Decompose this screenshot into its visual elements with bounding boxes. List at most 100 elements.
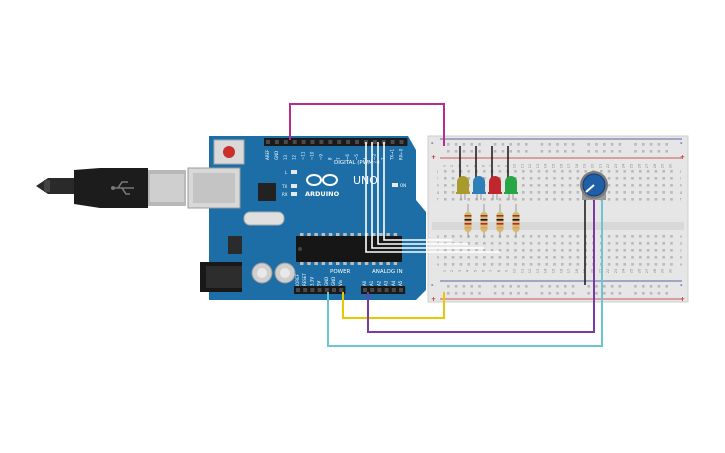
pin-label: Vin	[338, 279, 343, 286]
column-number: 25	[630, 269, 634, 274]
column-number: 23	[614, 269, 618, 274]
header-pin[interactable]	[292, 140, 297, 144]
header-pin[interactable]	[324, 288, 329, 292]
header-pin[interactable]	[301, 140, 306, 144]
wire-white-2[interactable]	[371, 142, 484, 249]
header-pin[interactable]	[370, 288, 375, 292]
column-number: 28	[653, 268, 657, 273]
row-letter: j	[436, 170, 438, 174]
capacitors	[251, 262, 296, 284]
resistor[interactable]	[512, 204, 520, 238]
led[interactable]	[488, 176, 502, 200]
header-pin[interactable]	[390, 140, 395, 144]
resistor[interactable]	[496, 204, 504, 238]
column-number: 9	[505, 269, 509, 272]
header-pin[interactable]	[377, 288, 382, 292]
column-number: 26	[637, 268, 641, 273]
column-number: 9	[505, 164, 509, 167]
column-number: 23	[614, 164, 618, 169]
header-pin[interactable]	[274, 140, 279, 144]
header-pin[interactable]	[266, 140, 270, 144]
column-number: 30	[669, 163, 673, 168]
header-pin[interactable]	[399, 288, 403, 292]
led[interactable]	[456, 176, 470, 200]
status-leds	[291, 170, 297, 196]
wire-white-1[interactable]	[365, 142, 500, 253]
header-pin[interactable]	[339, 288, 344, 292]
column-number: 11	[520, 269, 524, 274]
row-letter: i	[680, 177, 681, 181]
power-header-label: POWER	[330, 269, 351, 275]
pin-label: A4	[391, 280, 396, 286]
pin-label: ~10	[310, 151, 315, 160]
usb-chip	[258, 183, 276, 201]
arduino-logo	[306, 174, 338, 186]
digital-pin-header[interactable]	[264, 138, 408, 146]
header-pin[interactable]	[310, 140, 315, 144]
column-number: 30	[669, 268, 673, 273]
resistor[interactable]	[480, 204, 488, 238]
header-pin[interactable]	[346, 140, 351, 144]
column-number: 5	[474, 270, 478, 272]
potentiometer[interactable]	[580, 171, 608, 200]
header-pin[interactable]	[319, 140, 324, 144]
row-letter: g	[437, 191, 439, 195]
header-pin[interactable]	[310, 288, 315, 292]
top-rail-minus-sign-right: -	[680, 140, 683, 147]
on-led	[392, 183, 398, 187]
header-pin[interactable]	[303, 288, 308, 292]
top-rail-plus-sign: +	[431, 154, 436, 161]
analog-pin-header[interactable]	[361, 286, 406, 294]
column-number: 7	[489, 165, 493, 167]
wire-white-4[interactable]	[383, 142, 452, 241]
wire-magenta[interactable]	[289, 103, 445, 146]
arduino-uno-board[interactable]: ARDUINO UNO DIGITAL (PWM~) POWER ANALOG …	[187, 136, 426, 300]
usb-cable[interactable]	[36, 168, 186, 208]
header-pin[interactable]	[328, 140, 333, 144]
pin-label: RESET	[302, 273, 307, 286]
led[interactable]	[504, 176, 518, 200]
resistor-group	[464, 204, 520, 238]
header-pin[interactable]	[337, 140, 342, 144]
wire-white-3[interactable]	[377, 142, 468, 245]
column-number: 24	[622, 163, 626, 168]
header-pin[interactable]	[283, 140, 288, 144]
header-pin[interactable]	[384, 288, 389, 292]
pin-label: ~5	[354, 154, 359, 160]
column-number: 10	[513, 268, 517, 273]
column-number: 7	[489, 270, 493, 272]
header-pin[interactable]	[296, 288, 300, 292]
analog-header-label: ANALOG IN	[372, 269, 403, 275]
column-number: 14	[544, 268, 548, 273]
header-pin[interactable]	[399, 140, 404, 144]
header-pin[interactable]	[363, 288, 367, 292]
atmega-chip	[296, 233, 402, 265]
column-number: 4	[466, 269, 470, 272]
wire-cyan[interactable]	[327, 200, 603, 347]
bottom-rail-minus-sign-right: -	[680, 282, 683, 289]
header-pin[interactable]	[372, 140, 377, 144]
wire-purple[interactable]	[367, 200, 595, 333]
column-number: 24	[622, 268, 626, 273]
power-pin-header[interactable]	[294, 286, 346, 294]
row-letter: h	[437, 184, 439, 188]
header-pin[interactable]	[317, 288, 322, 292]
pin-label: 7	[336, 157, 341, 160]
column-number: 13	[536, 269, 540, 274]
wire-yellow[interactable]	[342, 292, 445, 319]
led[interactable]	[472, 176, 486, 200]
header-pin[interactable]	[332, 288, 336, 292]
reset-button[interactable]	[213, 139, 245, 165]
column-number: 8	[497, 269, 501, 272]
top-rail-plus-sign-right: +	[680, 154, 685, 161]
header-pin[interactable]	[391, 288, 396, 292]
column-number: 21	[598, 164, 602, 169]
header-pin[interactable]	[355, 140, 359, 144]
wires	[289, 103, 603, 347]
digital-header-label: DIGITAL (PWM~)	[334, 160, 380, 166]
column-number: 12	[528, 164, 532, 169]
resistor[interactable]	[464, 204, 472, 238]
pin-label: AREF	[265, 149, 270, 160]
column-number: 25	[630, 164, 634, 169]
